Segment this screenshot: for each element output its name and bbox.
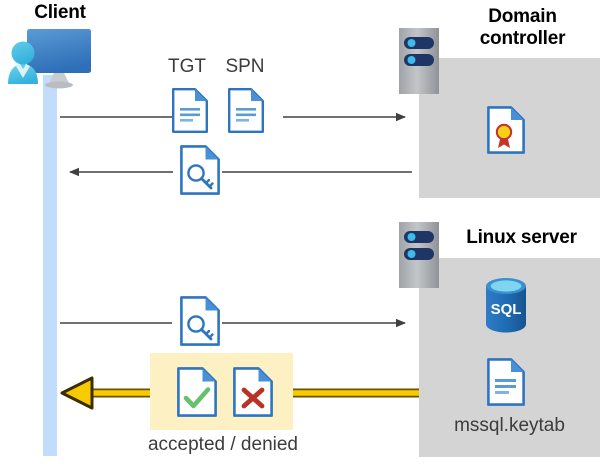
keytab-filename: mssql.keytab [454,415,565,436]
domain-controller-label-line2: controller [479,28,566,49]
domain-controller-server-rack-icon [399,28,439,94]
spn-document-icon [228,88,264,133]
linux-server-label-wrap: Linux server [443,227,600,249]
tgt-document-icon [172,88,208,133]
client-label: Client [34,2,86,23]
certificate-document-icon [487,106,525,154]
auth-result-caption: accepted / denied [147,434,298,455]
tgt-label-wrap: TGT [160,56,214,78]
denied-document-icon [233,367,273,417]
tgt-label: TGT [168,56,206,77]
spn-label: SPN [225,56,265,77]
client-workstation-user-icon [6,28,110,90]
linux-server-label: Linux server [466,227,577,248]
keytab-filename-wrap: mssql.keytab [419,415,600,437]
linux-server-server-rack-icon [399,222,439,288]
keytab-document-icon [487,358,525,406]
service-ticket-key-document-icon [180,145,220,195]
sql-database-text: SQL [491,301,522,318]
spn-label-wrap: SPN [216,56,274,78]
client-label-wrap: Client [0,2,120,24]
sql-database-icon: SQL [482,276,530,334]
domain-controller-label-line1: Domain [488,6,557,27]
client-lifeline [43,75,57,456]
auth-result-caption-wrap: accepted / denied [128,434,318,456]
present-ticket-key-document-icon [180,296,220,346]
accepted-document-icon [177,367,217,417]
domain-controller-label: Domain controller [445,6,600,50]
